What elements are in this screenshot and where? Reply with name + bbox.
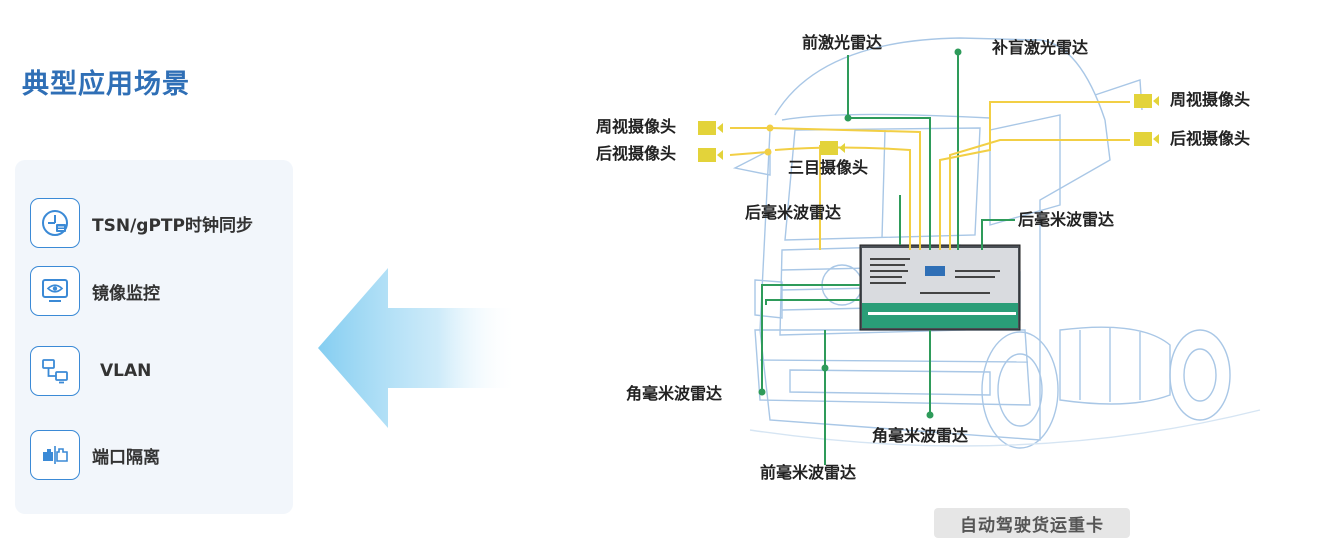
camera-icon — [1134, 94, 1159, 108]
camera-icon — [820, 141, 845, 155]
eye-monitor-icon — [30, 266, 80, 316]
callout-trinocular-cam: 三目摄像头 — [788, 158, 869, 177]
feature-label: TSN/gPTP时钟同步 — [92, 215, 253, 236]
feature-item-vlan: VLAN — [30, 346, 151, 396]
page-title: 典型应用场景 — [22, 69, 190, 100]
feature-label: 镜像监控 — [92, 283, 160, 304]
feature-label: VLAN — [100, 361, 152, 381]
callout-front-lidar: 前激光雷达 — [802, 33, 883, 52]
callout-rear-mmwave-right: 后毫米波雷达 — [1018, 210, 1115, 229]
callout-surround-cam-right: 周视摄像头 — [1170, 90, 1251, 109]
network-icon — [30, 346, 80, 396]
clock-sync-icon — [30, 198, 80, 248]
feature-item-isolation: 端口隔离 — [30, 430, 160, 480]
feature-item-tsn: TSN/gPTP时钟同步 — [30, 198, 253, 248]
truck-diagram — [520, 0, 1323, 557]
callout-surround-cam-left: 周视摄像头 — [596, 117, 677, 136]
callout-rear-cam-left: 后视摄像头 — [596, 144, 677, 163]
callout-rear-cam-right: 后视摄像头 — [1170, 129, 1251, 148]
callout-rear-mmwave-left: 后毫米波雷达 — [745, 203, 842, 222]
feature-panel: TSN/gPTP时钟同步 镜像监控 VLAN — [15, 160, 293, 514]
port-isolation-icon — [30, 430, 80, 480]
callout-front-mmwave: 前毫米波雷达 — [760, 463, 857, 482]
callout-corner-mmwave-left: 角毫米波雷达 — [626, 384, 723, 403]
feature-item-mirror: 镜像监控 — [30, 266, 160, 316]
camera-icon — [698, 148, 723, 162]
camera-icon — [698, 121, 723, 135]
callout-corner-mmwave-center: 角毫米波雷达 — [872, 426, 969, 445]
callout-blind-lidar: 补盲激光雷达 — [992, 38, 1089, 57]
arrow-left-icon — [318, 268, 518, 428]
camera-icon — [1134, 132, 1159, 146]
feature-label: 端口隔离 — [92, 447, 160, 468]
diagram-caption: 自动驾驶货运重卡 — [934, 508, 1130, 538]
